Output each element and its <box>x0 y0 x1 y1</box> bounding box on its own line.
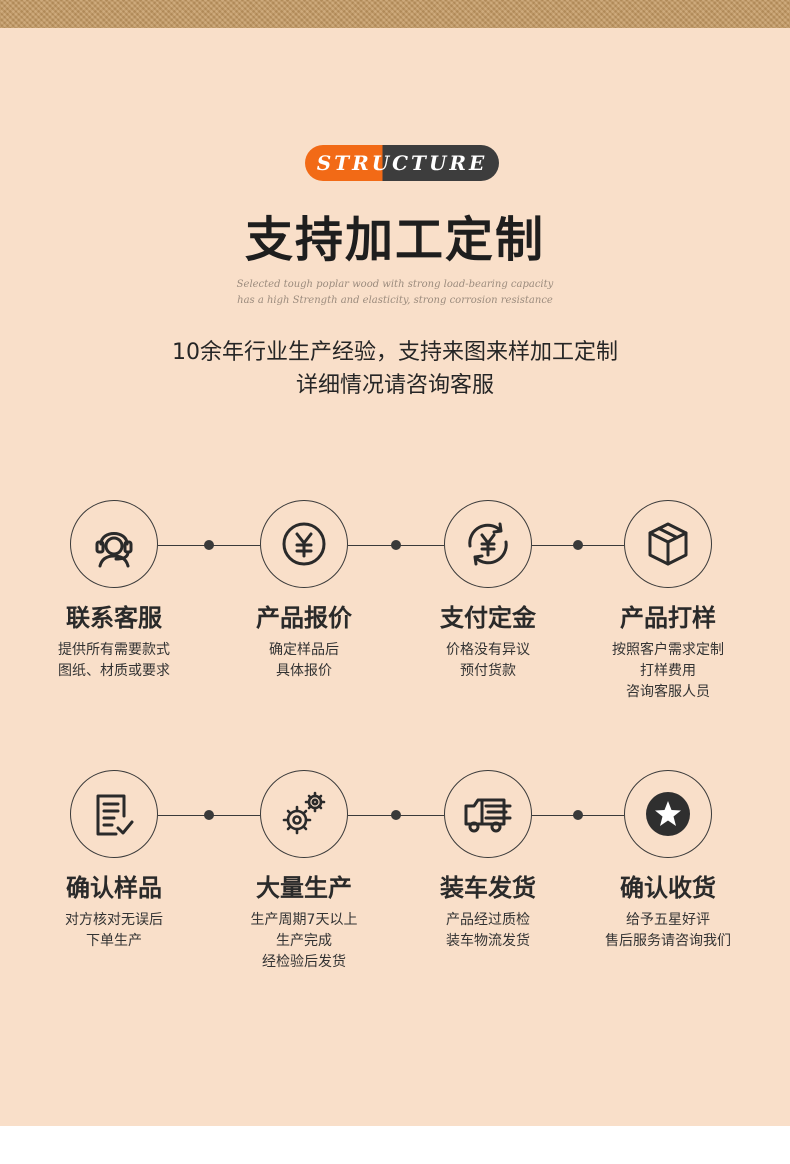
step-desc-line: 具体报价 <box>276 663 332 679</box>
box-icon <box>648 522 688 566</box>
step-desc-line: 对方核对无误后 <box>65 912 163 928</box>
step-desc-line: 打样费用 <box>640 663 696 679</box>
structure-badge: STRUCTURE <box>305 145 499 181</box>
document-check-icon <box>96 794 134 836</box>
page-title: 支持加工定制 <box>244 212 545 268</box>
step-description: 生产周期7天以上 生产完成 经检验后发货 <box>214 910 394 973</box>
connector-dot <box>204 810 214 820</box>
step-title: 装车发货 <box>440 874 536 902</box>
step-icon-circle <box>260 500 348 588</box>
step-desc-line: 按照客户需求定制 <box>612 642 724 658</box>
connector-dot <box>391 540 401 550</box>
step-desc-line: 产品经过质检 <box>446 912 530 928</box>
step-desc-line: 生产完成 <box>276 933 332 949</box>
step-title: 确认样品 <box>66 874 162 902</box>
step-desc-line: 经检验后发货 <box>262 954 346 970</box>
step-icon-circle <box>444 500 532 588</box>
step-description: 价格没有异议 预付货款 <box>398 640 578 682</box>
connector-dot <box>204 540 214 550</box>
step-description: 对方核对无误后 下单生产 <box>24 910 204 952</box>
step-desc-line: 咨询客服人员 <box>626 684 710 700</box>
process-row-1: 联系客服 提供所有需要款式 图纸、材质或要求 产品报价 确定样品后 具体报价 <box>0 500 790 720</box>
step-title: 产品报价 <box>256 604 352 632</box>
customer-service-icon <box>95 532 133 568</box>
step-desc-line: 售后服务请咨询我们 <box>605 933 731 949</box>
step-desc-line: 下单生产 <box>86 933 142 949</box>
step-desc-line: 预付货款 <box>460 663 516 679</box>
step-description: 给予五星好评 售后服务请咨询我们 <box>578 910 758 952</box>
step-icon-circle <box>70 500 158 588</box>
top-texture-band <box>0 0 790 28</box>
step-description: 提供所有需要款式 图纸、材质或要求 <box>24 640 204 682</box>
step-desc-line: 图纸、材质或要求 <box>58 663 170 679</box>
english-subtitle-line-2: has a high Strength and elasticity, stro… <box>237 295 553 306</box>
star-badge-icon <box>646 792 690 836</box>
step-description: 产品经过质检 装车物流发货 <box>398 910 578 952</box>
step-title: 支付定金 <box>440 604 536 632</box>
connector-dot <box>391 810 401 820</box>
step-title: 大量生产 <box>256 874 352 902</box>
gears-icon <box>282 791 326 835</box>
step-icon-circle <box>444 770 532 858</box>
step-description: 确定样品后 具体报价 <box>214 640 394 682</box>
step-desc-line: 确定样品后 <box>269 642 339 658</box>
step-title: 联系客服 <box>66 604 162 632</box>
step-title: 确认收货 <box>620 874 716 902</box>
step-desc-line: 价格没有异议 <box>446 642 530 658</box>
step-icon-circle <box>260 770 348 858</box>
yuan-coin-icon <box>282 522 326 566</box>
truck-icon <box>464 798 512 833</box>
yuan-cycle-icon <box>468 522 508 566</box>
description-line-2: 详细情况请咨询客服 <box>295 373 494 398</box>
description-line-1: 10余年行业生产经验，支持来图来样加工定制 <box>172 340 618 365</box>
process-row-2: 确认样品 对方核对无误后 下单生产 大量生产 生产周期7天以上 生产完成 经检验… <box>0 770 790 990</box>
step-description: 按照客户需求定制 打样费用 咨询客服人员 <box>578 640 758 703</box>
step-icon-circle <box>624 770 712 858</box>
step-desc-line: 提供所有需要款式 <box>58 642 170 658</box>
connector-dot <box>573 540 583 550</box>
step-desc-line: 生产周期7天以上 <box>250 912 358 928</box>
step-icon-circle <box>624 500 712 588</box>
step-title: 产品打样 <box>620 604 716 632</box>
english-subtitle-line-1: Selected tough poplar wood with strong l… <box>236 279 554 290</box>
step-desc-line: 给予五星好评 <box>626 912 710 928</box>
connector-dot <box>573 810 583 820</box>
badge-text: STRUCTURE <box>316 151 488 175</box>
step-desc-line: 装车物流发货 <box>446 933 530 949</box>
step-icon-circle <box>70 770 158 858</box>
